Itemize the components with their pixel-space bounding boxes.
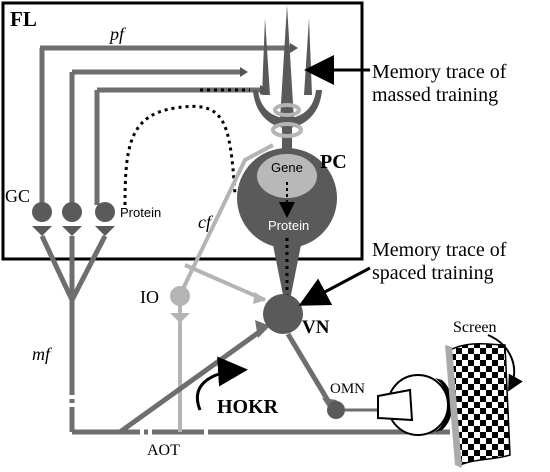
- hokr-label: HOKR: [217, 396, 279, 418]
- spaced-annotation-line2: spaced training: [372, 262, 494, 284]
- aot-label: AOT: [147, 442, 180, 459]
- aot-vn-fiber: [118, 327, 264, 435]
- granule-dendrites: [32, 226, 115, 236]
- io-synapse: [170, 313, 190, 323]
- massed-annotation-line2: massed training: [372, 84, 498, 106]
- mossy-fibers: [39, 234, 450, 435]
- protein-transport-path: [123, 104, 237, 206]
- vn-label: VN: [302, 317, 330, 338]
- parallel-fibers: [40, 45, 292, 93]
- pc-vn-synapse: [274, 296, 292, 306]
- pf-pc-synapses: [240, 43, 298, 95]
- protein-gc-label: Protein: [120, 205, 161, 220]
- cf-label: cf: [198, 212, 214, 232]
- screen-icon: [445, 334, 523, 468]
- fiber-breaks: [66, 395, 208, 437]
- purkinje-axon: [272, 240, 302, 300]
- granule-cells: [32, 202, 115, 222]
- spaced-arrow: [298, 266, 371, 306]
- io-label: IO: [140, 287, 159, 307]
- fl-label: FL: [10, 7, 37, 31]
- flocculus-box: [1, 1, 364, 261]
- nucleus: [257, 154, 317, 198]
- gc-label: GC: [5, 186, 30, 206]
- massed-annotation-line1: Memory trace of: [372, 61, 507, 83]
- pf-label: pf: [108, 24, 127, 44]
- cf-collateral: [184, 263, 266, 302]
- oculomotor-nucleus: [327, 401, 345, 419]
- mf-label: mf: [32, 344, 53, 364]
- protein-pc-label: Protein: [268, 218, 309, 233]
- hokr-arrow: [195, 356, 248, 411]
- omn-label: OMN: [330, 381, 365, 397]
- gc-axons: [39, 48, 100, 205]
- pc-label: PC: [320, 151, 347, 173]
- climbing-fiber: [178, 103, 303, 296]
- eye-icon: [377, 374, 453, 436]
- vestibular-nucleus: [263, 294, 303, 334]
- spaced-annotation-line1: Memory trace of: [372, 239, 507, 261]
- cf-vn-synapse: [253, 292, 266, 304]
- gene-label: Gene: [271, 160, 303, 175]
- screen-label: Screen: [453, 319, 497, 336]
- inferior-olive: [170, 286, 190, 306]
- vn-omn-fiber: [285, 332, 333, 406]
